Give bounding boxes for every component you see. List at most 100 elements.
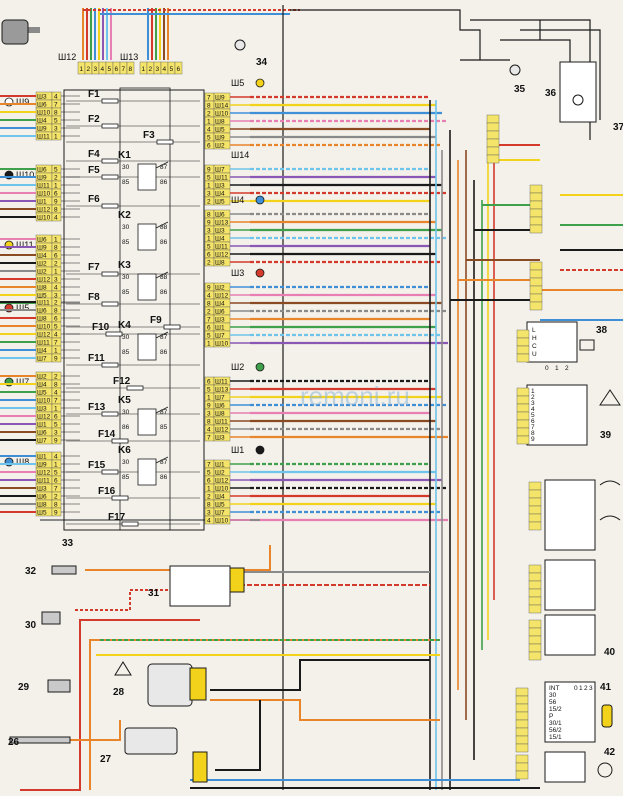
fuse-symbol xyxy=(101,469,119,475)
pin-label: Ш3 xyxy=(215,317,225,324)
relay-pin: 30 xyxy=(122,224,130,231)
pin-label: Ш12 xyxy=(215,478,229,485)
pin-label: Ш9 xyxy=(37,126,47,133)
pin-label: Ш6 xyxy=(37,102,47,109)
pin-cell xyxy=(529,208,543,218)
pin-label: Ш1 xyxy=(215,462,225,469)
pin-number: 1 xyxy=(54,462,58,469)
pin-cell xyxy=(528,588,542,598)
pin-label: Ш5 xyxy=(37,510,47,517)
pin-cell xyxy=(528,596,542,606)
position-label: 2 xyxy=(565,365,569,372)
pin-label: 30/1 xyxy=(549,720,562,727)
pin-number: 7 xyxy=(531,424,535,431)
pin-number: 1 xyxy=(54,134,58,141)
pin-number: 1 xyxy=(80,66,84,73)
relay-pin: 86 xyxy=(160,239,168,246)
pin-number: 9 xyxy=(207,220,211,227)
fuse-symbol xyxy=(121,521,139,527)
fuse-f3: F3 xyxy=(66,130,200,145)
pin-number: 7 xyxy=(207,435,211,442)
pin-number: 3 xyxy=(531,400,535,407)
pin-label: Ш4 xyxy=(37,253,47,260)
relay-pin: 85 xyxy=(160,424,168,431)
fuse-label: F4 xyxy=(88,149,100,160)
pin-cell xyxy=(515,762,529,772)
pin-number: 8 xyxy=(207,103,211,110)
pin-label: Ш2 xyxy=(37,269,47,276)
pin-cell xyxy=(516,403,530,413)
pin-number: 5 xyxy=(170,66,174,73)
pin-cell xyxy=(528,627,542,637)
pin-cell xyxy=(515,711,529,721)
pin-label: Ш1 xyxy=(215,325,225,332)
pin-number: 1 xyxy=(54,269,58,276)
relay-label: K1 xyxy=(118,150,131,161)
pin-number: 8 xyxy=(207,212,211,219)
sensor-29 xyxy=(47,679,71,693)
relay-contact xyxy=(155,271,169,279)
pin-number: 6 xyxy=(54,478,58,485)
pin-cell xyxy=(515,687,529,697)
pin-number: 8 xyxy=(54,502,58,509)
callout-40: 40 xyxy=(604,647,616,658)
callout-37: 37 xyxy=(613,122,623,133)
pin-cell xyxy=(529,192,543,202)
relay-pin: 86 xyxy=(160,179,168,186)
pin-label: Ш3 xyxy=(215,183,225,190)
pin-cell xyxy=(528,513,542,523)
pin-cell xyxy=(516,387,530,397)
connector-marker xyxy=(255,78,265,88)
pin-number: 4 xyxy=(207,427,211,434)
pin-number: 1 xyxy=(54,406,58,413)
pin-number: 8 xyxy=(54,245,58,252)
connector-marker xyxy=(255,195,265,205)
pin-number: 6 xyxy=(207,252,211,259)
pin-number: 8 xyxy=(54,382,58,389)
fuse-label: F5 xyxy=(88,165,100,176)
fuse-f15: F15 xyxy=(66,460,200,475)
pin-number: 4 xyxy=(54,390,58,397)
relay-pin: 85 xyxy=(122,179,130,186)
connector-label: Ш12 xyxy=(58,52,76,62)
pin-label: Ш12 xyxy=(215,293,229,300)
pin-label: Ш13 xyxy=(215,387,229,394)
pin-label: Ш11 xyxy=(215,419,228,426)
pin-number: 1 xyxy=(207,236,211,243)
pin-number: 5 xyxy=(54,167,58,174)
pin-label: Ш8 xyxy=(37,285,47,292)
pin-cell xyxy=(529,184,543,194)
pin-number: 6 xyxy=(54,253,58,260)
pin-number: 2 xyxy=(87,66,91,73)
pin-number: 3 xyxy=(156,66,160,73)
pin-cell xyxy=(515,735,529,745)
fuse-symbol xyxy=(101,158,119,164)
fuse-symbol xyxy=(101,203,119,209)
fuse-f14: F14 xyxy=(66,429,200,444)
pin-number: 2 xyxy=(207,111,211,118)
connector-label: Ш10 xyxy=(16,170,34,180)
pin-number: 8 xyxy=(54,308,58,315)
fuse-label: F16 xyxy=(98,486,116,497)
relay-pin: 86 xyxy=(160,289,168,296)
pin-label: Ш6 xyxy=(215,403,225,410)
pin-number: 7 xyxy=(54,486,58,493)
pin-label: Ш4 xyxy=(37,382,47,389)
pin-cell xyxy=(528,580,542,590)
pin-number: 1 xyxy=(54,237,58,244)
pin-label: Ш6 xyxy=(37,430,47,437)
pin-cell xyxy=(516,419,530,429)
relay-pin: 88 xyxy=(160,224,168,231)
pin-label: Ш6 xyxy=(37,308,47,315)
pin-number: 5 xyxy=(108,66,112,73)
fuse-symbol xyxy=(101,362,119,368)
pin-label: Ш9 xyxy=(215,95,225,102)
fuse-f4: F4 xyxy=(66,149,200,164)
fuse-f5: F5 xyxy=(66,165,200,180)
pin-number: 7 xyxy=(207,317,211,324)
pin-label: Ш7 xyxy=(215,167,225,174)
pin-label: Ш3 xyxy=(37,94,47,101)
relay-pin: 87 xyxy=(160,459,168,466)
relay-pin: 30 xyxy=(122,274,130,281)
